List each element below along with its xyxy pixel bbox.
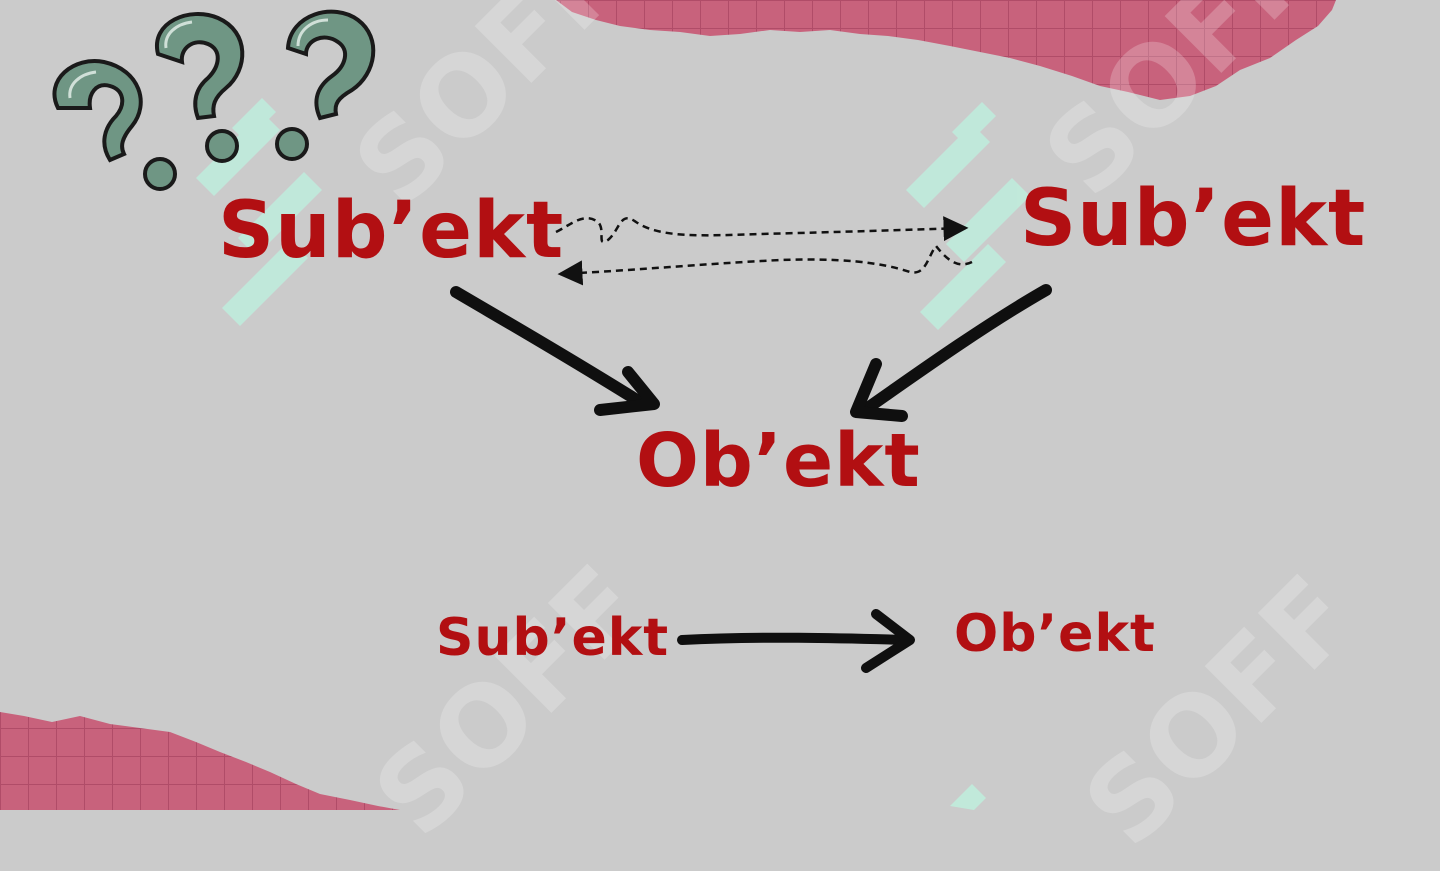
subject-label-left: Sub’ekt <box>218 186 565 276</box>
arrowhead-left <box>594 366 660 416</box>
arrowhead-bottom <box>861 609 915 673</box>
arrow-subject-to-object <box>677 632 911 645</box>
arrow-right-to-object <box>856 284 1052 418</box>
subject-label-bottom: Sub’ekt <box>436 608 670 668</box>
subject-label-right: Sub’ekt <box>1020 174 1367 264</box>
dashed-arrow-to-right <box>555 216 969 244</box>
torn-paper-top <box>556 0 1336 100</box>
arrow-left-to-object <box>450 286 646 408</box>
question-marks-icon <box>52 9 376 191</box>
torn-paper-bottom <box>0 712 400 810</box>
question-marks-highlight <box>68 18 329 99</box>
object-label-bottom: Ob’ekt <box>954 604 1156 664</box>
soff-logo-icon-bottom <box>950 784 986 810</box>
arrowhead-right <box>850 358 908 422</box>
object-label-center: Ob’ekt <box>636 418 921 504</box>
diagram-canvas <box>0 0 1336 810</box>
soff-logo-icon-right <box>906 102 1030 330</box>
dashed-arrow-to-left <box>557 243 973 286</box>
soff-logo-icon <box>196 98 322 326</box>
